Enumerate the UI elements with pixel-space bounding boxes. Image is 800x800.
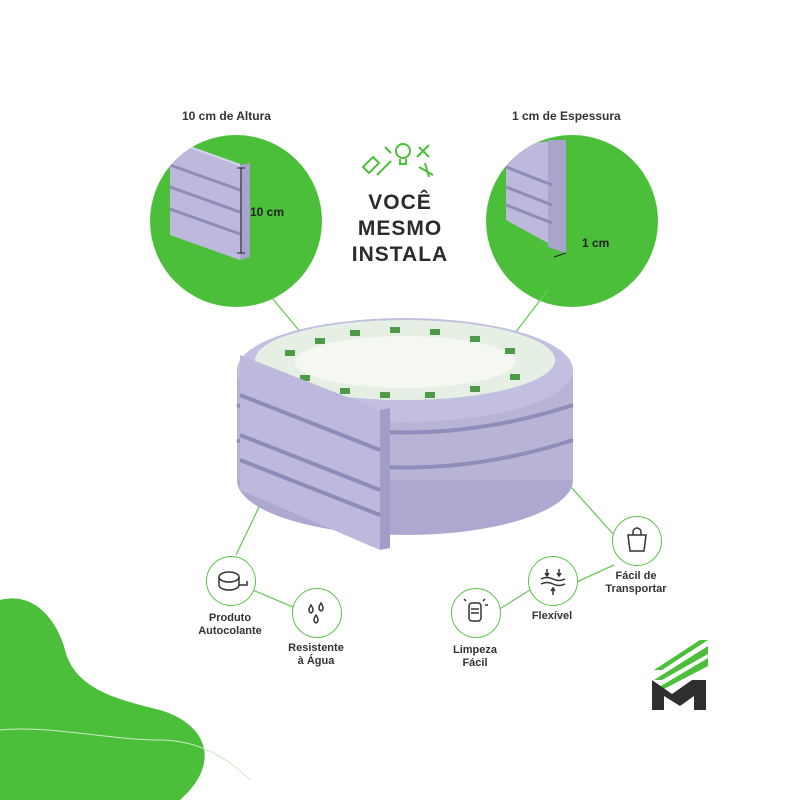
water-drops-icon	[308, 601, 324, 624]
feature-flexible-line-1: Flexível	[531, 610, 573, 622]
feature-icon-circle-cleaning	[451, 588, 501, 638]
baseboard-thickness-illustration	[505, 140, 567, 258]
shopping-bag-icon	[627, 527, 647, 552]
feature-icon-circle-water	[292, 588, 342, 638]
feature-adhesive-line-2: Autocolante	[198, 625, 262, 637]
feature-icon-circle-flexible	[528, 556, 578, 606]
feature-transport-line-2: Transportar	[605, 583, 667, 595]
height-detail-circle	[150, 135, 322, 307]
tape-roll-icon	[218, 571, 248, 591]
thickness-panel-title: 1 cm de Espessura	[512, 109, 621, 123]
thickness-detail-circle	[486, 135, 658, 307]
feature-label-cleaning: Limpeza Fácil	[425, 644, 525, 670]
baseboard-roll-illustration	[236, 318, 574, 550]
diy-headline: VOCÊ MESMO INSTALA	[330, 190, 470, 268]
feature-cleaning-line-2: Fácil	[462, 657, 488, 669]
baseboard-height-illustration	[169, 139, 250, 260]
feature-icon-circle-adhesive	[206, 556, 256, 606]
decorative-green-blob	[0, 598, 251, 800]
feature-label-adhesive: Produto Autocolante	[180, 612, 280, 638]
brand-logo	[652, 640, 708, 710]
height-panel-title: 10 cm de Altura	[182, 109, 271, 123]
feature-label-flexible: Flexível	[502, 610, 602, 623]
diy-tools-icon	[361, 143, 434, 178]
headline-line-1: VOCÊ	[368, 191, 432, 214]
feature-water-line-1: Resistente	[288, 642, 344, 654]
feature-icon-circle-transport	[612, 516, 662, 566]
headline-line-3: INSTALA	[351, 243, 449, 266]
thickness-dimension-label: 1 cm	[582, 236, 610, 250]
feature-label-water: Resistente à Água	[266, 642, 366, 668]
feature-adhesive-line-1: Produto	[208, 612, 252, 624]
height-dimension-label: 10 cm	[250, 205, 285, 219]
feature-water-line-2: à Água	[297, 655, 335, 667]
feature-transport-line-1: Fácil de	[615, 570, 657, 582]
headline-line-2: MESMO	[357, 217, 443, 240]
feature-label-transport: Fácil de Transportar	[586, 570, 686, 596]
feature-cleaning-line-1: Limpeza	[452, 644, 497, 656]
cleaning-hand-icon	[463, 598, 488, 622]
flexible-arrows-icon	[540, 569, 566, 595]
